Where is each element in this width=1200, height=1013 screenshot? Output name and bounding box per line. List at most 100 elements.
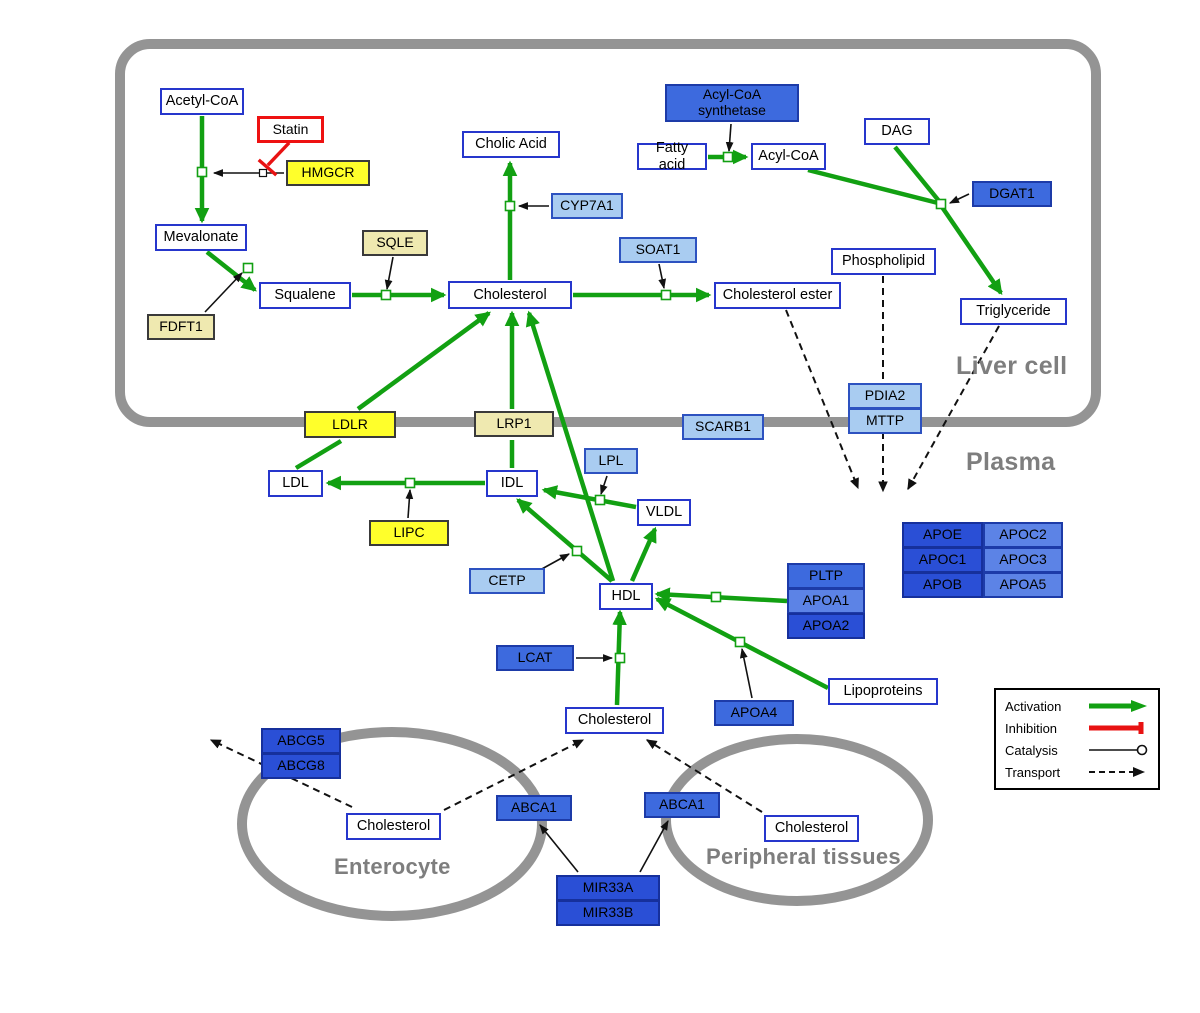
legend: Activation Inhibition Catalysis Transpor… — [994, 688, 1160, 790]
statin-target-node — [258, 168, 268, 178]
transport-dashed-arrow-icon — [1089, 767, 1145, 777]
reaction-nodes — [196, 151, 947, 664]
cetp[interactable]: CETP — [469, 568, 545, 594]
edge-soat1-catalysis — [658, 263, 667, 290]
hmgcr[interactable]: HMGCR — [286, 160, 370, 186]
vldl[interactable]: VLDL — [637, 499, 691, 526]
apob[interactable]: APOB — [902, 572, 983, 598]
reaction-node — [660, 289, 672, 301]
edge-fdft1-catalysis — [204, 272, 243, 313]
lipoproteins[interactable]: Lipoproteins — [828, 678, 938, 705]
legend-row-catalysis: Catalysis — [1005, 742, 1149, 758]
abcg8[interactable]: ABCG8 — [261, 753, 341, 779]
pltp[interactable]: PLTP — [787, 563, 865, 589]
cholesterol-peripheral[interactable]: Cholesterol — [764, 815, 859, 842]
legend-label-inhibition: Inhibition — [1005, 720, 1058, 736]
reaction-node — [242, 262, 254, 274]
edge-hdl-vldl — [629, 526, 658, 582]
mttp[interactable]: MTTP — [848, 408, 922, 434]
acetyl-coa[interactable]: Acetyl-CoA — [160, 88, 244, 115]
edge-apoagroup-hdl — [654, 587, 788, 604]
activation-arrow-icon — [1089, 700, 1147, 712]
peripheral-tissues-label: Peripheral tissues — [706, 844, 901, 869]
lipc[interactable]: LIPC — [369, 520, 449, 546]
legend-row-activation: Activation — [1005, 698, 1149, 714]
apoa1[interactable]: APOA1 — [787, 588, 865, 614]
cyp7a1[interactable]: CYP7A1 — [551, 193, 623, 219]
edge-ldl-ldlr — [294, 439, 343, 470]
edge-apoa4-catalysis — [739, 647, 753, 699]
acyl-coa[interactable]: Acyl-CoA — [751, 143, 826, 170]
ldl[interactable]: LDL — [268, 470, 323, 497]
mevalonate[interactable]: Mevalonate — [155, 224, 247, 251]
reaction-node — [935, 198, 947, 210]
dgat1[interactable]: DGAT1 — [972, 181, 1052, 207]
inhibition-edge-statin — [257, 141, 291, 177]
apoc1[interactable]: APOC1 — [902, 547, 983, 573]
lcat[interactable]: LCAT — [496, 645, 574, 671]
mir33b[interactable]: MIR33B — [556, 900, 660, 926]
edge-cetp-catalysis — [539, 553, 570, 571]
reaction-node — [196, 166, 208, 178]
apoa2[interactable]: APOA2 — [787, 613, 865, 639]
edge-ldlr-cholesterol — [356, 311, 491, 411]
dag[interactable]: DAG — [864, 118, 930, 145]
legend-row-inhibition: Inhibition — [1005, 720, 1149, 736]
apoc2[interactable]: APOC2 — [983, 522, 1063, 548]
catalysis-edges — [204, 123, 970, 873]
edge-dgatnode-triglyceride — [940, 205, 1003, 296]
edge-peripheral-cholesterol-plasma — [645, 739, 763, 813]
reaction-node — [571, 545, 583, 557]
cholesterol-plasma[interactable]: Cholesterol — [565, 707, 664, 734]
catalysis-circle-icon — [1089, 744, 1148, 756]
abca1-peripheral[interactable]: ABCA1 — [644, 792, 720, 818]
apoe[interactable]: APOE — [902, 522, 983, 548]
triglyceride[interactable]: Triglyceride — [960, 298, 1067, 325]
edge-dag-dgatnode — [893, 145, 941, 203]
statin-inhibition-bar — [257, 158, 278, 177]
edge-acylcoa-dgatnode — [807, 167, 939, 206]
edge-vldl-idl — [541, 485, 637, 510]
reaction-node — [404, 477, 416, 489]
cholesterol-ester[interactable]: Cholesterol ester — [714, 282, 841, 309]
edge-mir33-abca1-enterocyte — [539, 824, 579, 873]
soat1[interactable]: SOAT1 — [619, 237, 697, 263]
phospholipid[interactable]: Phospholipid — [831, 248, 936, 275]
edge-hdl-liver-cholesterol — [525, 310, 616, 582]
abcg5[interactable]: ABCG5 — [261, 728, 341, 754]
apoa4[interactable]: APOA4 — [714, 700, 794, 726]
cholesterol-enterocyte[interactable]: Cholesterol — [346, 813, 441, 840]
enterocyte-label: Enterocyte — [334, 854, 451, 879]
abca1-enterocyte[interactable]: ABCA1 — [496, 795, 572, 821]
cholic-acid[interactable]: Cholic Acid — [462, 131, 560, 158]
edge-lpl-catalysis — [600, 475, 608, 496]
lrp1[interactable]: LRP1 — [474, 411, 554, 437]
squalene[interactable]: Squalene — [259, 282, 351, 309]
cholesterol-liver[interactable]: Cholesterol — [448, 281, 572, 309]
scarb1[interactable]: SCARB1 — [682, 414, 764, 440]
mir33a[interactable]: MIR33A — [556, 875, 660, 901]
idl[interactable]: IDL — [486, 470, 538, 497]
sqle[interactable]: SQLE — [362, 230, 428, 256]
hdl[interactable]: HDL — [599, 583, 653, 610]
edge-enterocyte-cholesterol-plasma — [443, 739, 585, 811]
pdia2[interactable]: PDIA2 — [848, 383, 922, 409]
edge-dgat1-catalysis — [948, 193, 970, 204]
fatty-acid[interactable]: Fatty acid — [637, 140, 707, 173]
edge-hdl-idl — [516, 498, 614, 583]
statin[interactable]: Statin — [257, 116, 324, 143]
apoa5[interactable]: APOA5 — [983, 572, 1063, 598]
acyl-coa-synthetase[interactable]: Acyl-CoA synthetase — [665, 84, 799, 122]
reaction-node — [380, 289, 392, 301]
edge-acylcoasynthetase-catalysis — [725, 123, 734, 153]
ldlr[interactable]: LDLR — [304, 411, 396, 438]
fdft1[interactable]: FDFT1 — [147, 314, 215, 340]
reaction-node — [734, 636, 746, 648]
lpl[interactable]: LPL — [584, 448, 638, 474]
edge-mevalonate-squalene — [205, 250, 257, 292]
apoc3[interactable]: APOC3 — [983, 547, 1063, 573]
reaction-node — [614, 652, 626, 664]
